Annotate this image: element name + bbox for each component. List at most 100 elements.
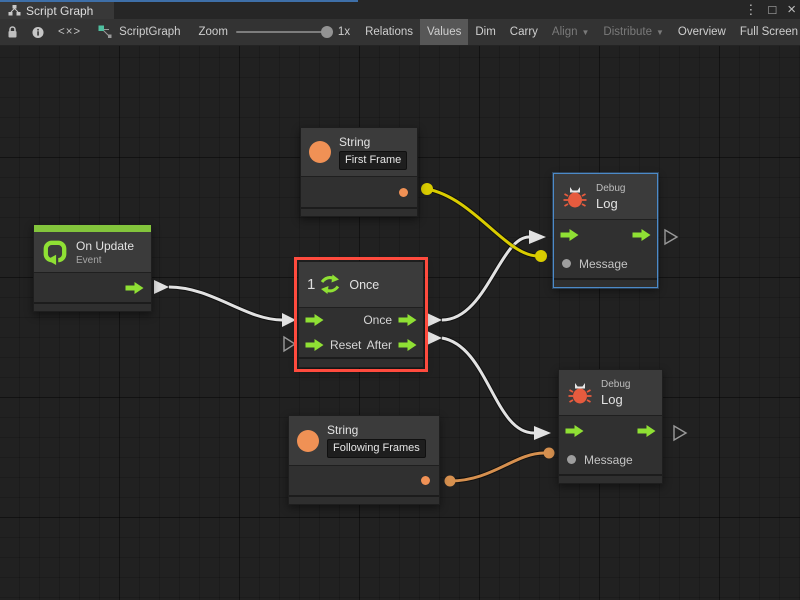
tab-bar: Script Graph ⋮ □ ×	[0, 0, 800, 19]
distribute-label: Distribute	[603, 26, 652, 38]
string-value-field[interactable]: Following Frames	[327, 439, 426, 458]
graph-reference[interactable]: ScriptGraph	[88, 25, 190, 39]
window-menu-icon[interactable]: ⋮	[744, 2, 758, 17]
chevron-down-icon: ▼	[656, 27, 664, 37]
node-string-first[interactable]: String First Frame	[300, 127, 418, 217]
toolbar-button-overview[interactable]: Overview	[677, 26, 726, 38]
node-once[interactable]: 1 Once Once	[294, 257, 428, 372]
node-title: String	[327, 423, 359, 437]
message-label: Message	[584, 452, 633, 467]
on-update-loop-icon	[43, 240, 67, 265]
node-footer	[554, 278, 657, 287]
node-header: Debug Log	[559, 370, 662, 416]
toolbar-button-values[interactable]: Values	[420, 19, 469, 45]
node-kind: Debug	[596, 182, 626, 194]
tab-script-graph[interactable]: Script Graph	[0, 2, 114, 19]
close-icon[interactable]: ×	[787, 1, 796, 18]
graph-name: ScriptGraph	[119, 26, 181, 38]
chevron-down-icon: ▼	[581, 27, 590, 37]
connection-once-to-debugbottom	[427, 331, 551, 440]
node-footer	[289, 495, 439, 504]
node-title: On Update	[76, 238, 135, 253]
toolbar-button-distribute[interactable]: Distribute ▼	[596, 19, 671, 45]
flow-output-port[interactable]	[125, 281, 144, 294]
flow-out-port[interactable]	[632, 228, 651, 241]
once-flow-in-port[interactable]	[305, 314, 324, 326]
string-output-port[interactable]	[399, 187, 408, 197]
message-row: Message	[559, 445, 662, 474]
lock-icon	[8, 25, 17, 37]
code-icon: <×>	[58, 26, 82, 38]
message-row: Message	[554, 249, 657, 278]
toolbar-button-carry[interactable]: Carry	[509, 26, 538, 38]
flow-row	[559, 416, 662, 445]
node-footer	[299, 357, 423, 367]
message-input-port[interactable]	[567, 455, 576, 464]
node-subtitle: Event	[76, 254, 102, 266]
node-header: String Following Frames	[289, 416, 439, 466]
edit-code-button[interactable]: <×>	[51, 19, 88, 45]
once-row-2: Reset After	[299, 332, 423, 357]
once-out-port[interactable]	[398, 314, 417, 326]
node-on-update[interactable]: On Update Event	[33, 224, 152, 312]
focus-highlight-line	[0, 0, 358, 2]
string-output-port[interactable]	[421, 476, 430, 485]
graph-toolbar: <×> ScriptGraph Zoom 1x Relations Values…	[0, 19, 800, 46]
connection-once-to-debugtop	[427, 230, 546, 327]
node-debug-log-top[interactable]: Debug Log Message	[553, 173, 658, 288]
once-cycle-icon	[321, 274, 340, 294]
info-icon	[32, 26, 44, 38]
debugtop-flow-out-outer[interactable]	[664, 228, 679, 246]
node-kind: Debug	[601, 378, 631, 390]
bug-icon	[563, 186, 587, 207]
window-controls: ⋮ □ ×	[744, 2, 796, 18]
debugbottom-flow-out-outer[interactable]	[673, 424, 688, 442]
zoom-slider-handle[interactable]	[320, 26, 333, 38]
message-input-port[interactable]	[562, 259, 571, 268]
once-out-label: Once	[363, 313, 392, 327]
toolbar-button-relations[interactable]: Relations	[365, 26, 414, 38]
zoom-slider[interactable]	[235, 26, 333, 38]
reset-label: Reset	[330, 337, 362, 352]
event-color-strip	[34, 225, 151, 232]
graph-canvas[interactable]: String First Frame On Update Event	[0, 46, 800, 600]
flow-out-port[interactable]	[637, 424, 656, 437]
node-title: String	[339, 134, 371, 149]
once-row-1: Once	[299, 308, 423, 332]
graph-hierarchy-icon	[8, 5, 21, 16]
flow-in-port[interactable]	[560, 228, 579, 241]
zoom-label: Zoom	[198, 26, 228, 38]
toolbar-button-fullscreen[interactable]: Full Screen	[739, 26, 799, 38]
flow-output-row	[34, 273, 151, 302]
tab-title: Script Graph	[26, 3, 94, 18]
maximize-icon[interactable]: □	[768, 2, 777, 17]
value-output-row	[301, 177, 417, 207]
zoom-control: Zoom 1x	[191, 26, 359, 38]
flow-row	[554, 220, 657, 249]
string-value-field[interactable]: First Frame	[339, 150, 408, 170]
node-header: Debug Log	[554, 174, 657, 220]
after-label: After	[366, 337, 392, 352]
after-out-port[interactable]	[398, 338, 417, 351]
bug-icon	[568, 382, 592, 403]
zoom-value: 1x	[337, 26, 351, 38]
string-literal-icon	[297, 429, 319, 452]
node-title: Log	[596, 195, 618, 211]
once-reset-port-outer[interactable]	[283, 335, 297, 353]
node-header: 1 Once	[299, 262, 423, 308]
node-header: String First Frame	[301, 128, 417, 177]
reset-in-port[interactable]	[305, 338, 324, 351]
info-button[interactable]	[25, 19, 51, 45]
toolbar-button-align[interactable]: Align ▼	[545, 19, 597, 45]
node-debug-log-bottom[interactable]: Debug Log Message	[558, 369, 663, 484]
connection-onupdate-to-once	[154, 280, 296, 327]
flow-in-port[interactable]	[565, 424, 584, 437]
node-footer	[301, 207, 417, 216]
node-string-following[interactable]: String Following Frames	[288, 415, 440, 505]
node-header: On Update Event	[34, 232, 151, 273]
toolbar-button-dim[interactable]: Dim	[475, 26, 496, 38]
lock-button[interactable]	[0, 19, 25, 45]
align-label: Align	[551, 26, 578, 38]
string-literal-icon	[309, 141, 331, 163]
